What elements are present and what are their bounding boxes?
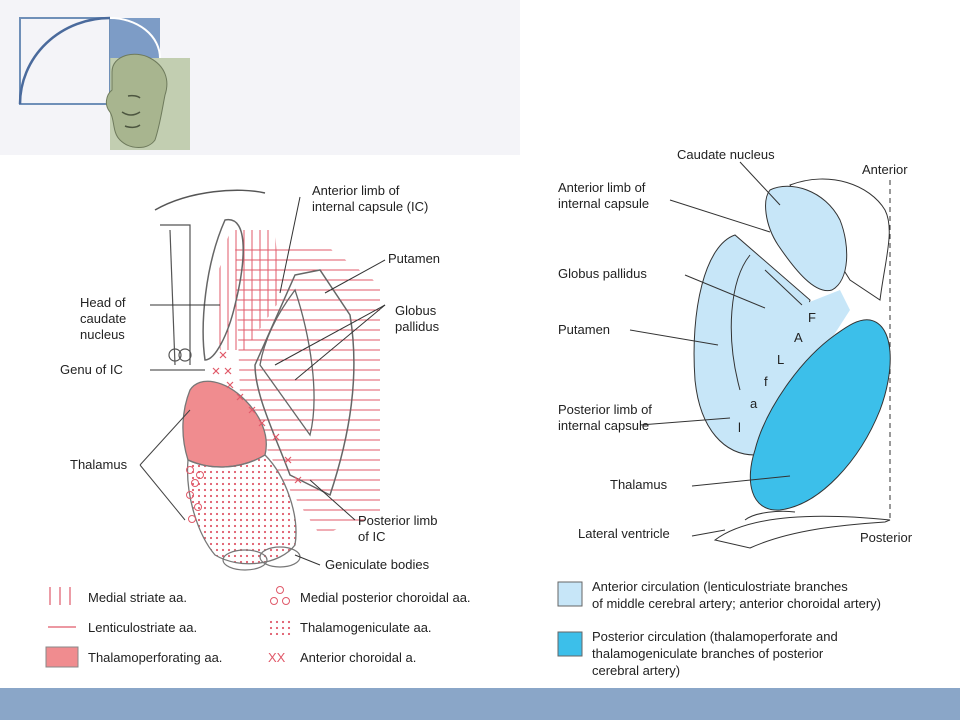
golden-spiral-head-logo	[0, 0, 520, 155]
x-mark	[212, 367, 220, 375]
label-anterior: Anterior	[862, 162, 908, 177]
falfal-L: L	[777, 352, 784, 367]
medial-posterior-choroidal-circles	[186, 466, 204, 523]
x-mark	[248, 406, 256, 414]
x-mark	[258, 419, 266, 427]
label-thalamus: Thalamus	[70, 457, 128, 472]
leader-lines	[150, 196, 386, 566]
outline-top	[154, 189, 266, 211]
label-anterior-limb-2: internal capsule (IC)	[312, 199, 428, 214]
right-leader-lines	[629, 161, 791, 537]
falfal-f: f	[764, 374, 768, 389]
lateral-ventricle-outline	[713, 515, 891, 549]
geniculate-body-1	[222, 549, 268, 571]
label-posterior-limb-1: Posterior limb	[358, 513, 437, 528]
label-putamen: Putamen	[558, 322, 610, 337]
thalamogeniculate-region	[186, 454, 297, 565]
label-putamen: Putamen	[388, 251, 440, 266]
legend-posterior-1: Posterior circulation (thalamoperforate …	[592, 629, 838, 644]
logo	[0, 0, 520, 155]
label-lateral-ventricle: Lateral ventricle	[578, 526, 670, 541]
anterior-choroidal-marks	[212, 351, 302, 484]
falfal-l: l	[738, 420, 741, 435]
falfal-a: a	[750, 396, 758, 411]
legend-thalamoperforating: Thalamoperforating aa.	[88, 650, 222, 665]
label-thalamus: Thalamus	[610, 477, 668, 492]
left-arterial-supply-diagram: Anterior limb of internal capsule (IC) P…	[45, 183, 471, 668]
label-globus: Globus pallidus	[558, 266, 647, 281]
footer-bar	[0, 688, 960, 720]
label-head-caudate-1: Head of	[80, 295, 126, 310]
legend-choroidal-circles-swatch	[270, 586, 290, 605]
x-mark	[294, 476, 302, 484]
putamen-outline	[254, 269, 355, 497]
legend-medial-striate: Medial striate aa.	[88, 590, 187, 605]
right-diagram: F A L f a l Caudate nucleus Anterior Ant…	[540, 147, 960, 685]
x-mark	[226, 381, 234, 389]
internal-capsule-region	[740, 290, 850, 455]
x-mark	[224, 367, 232, 375]
label-posterior-limb-1: Posterior limb of	[558, 402, 652, 417]
label-head-caudate-3: nucleus	[80, 327, 125, 342]
x-mark	[272, 433, 280, 441]
legend-anterior-2: of middle cerebral artery; anterior chor…	[592, 596, 881, 611]
label-genu: Genu of IC	[60, 362, 123, 377]
outer-contour	[789, 178, 890, 301]
legend-medial-posterior-choroidal: Medial posterior choroidal aa.	[300, 590, 471, 605]
legend-medial-striate-swatch	[49, 587, 71, 605]
legend-posterior-2: thalamogeniculate branches of posterior	[592, 646, 824, 661]
falfal-A: A	[794, 330, 803, 345]
right-circulation-diagram: F A L f a l Caudate nucleus Anterior Ant…	[557, 147, 913, 678]
label-geniculate: Geniculate bodies	[325, 557, 430, 572]
legend-posterior-3: cerebral artery)	[592, 663, 680, 678]
label-posterior: Posterior	[860, 530, 913, 545]
label-posterior-limb-2: of IC	[358, 529, 385, 544]
fornix-circle	[168, 348, 182, 362]
globus-pallidus-outline	[259, 288, 315, 437]
falfal-F: F	[808, 310, 816, 325]
label-globus-1: Globus	[395, 303, 437, 318]
label-head-caudate-2: caudate	[80, 311, 126, 326]
x-mark	[219, 351, 227, 359]
legend-thalamogeniculate-swatch	[268, 619, 292, 635]
x-mark	[236, 393, 244, 401]
label-caudate: Caudate nucleus	[677, 150, 775, 162]
legend-thalamogeniculate: Thalamogeniculate aa.	[300, 620, 432, 635]
caudate-nucleus-region	[765, 185, 848, 292]
label-posterior-limb-2: internal capsule	[558, 418, 649, 433]
lenticulostriate-region	[235, 245, 380, 535]
label-anterior-limb-1: Anterior limb of	[312, 183, 400, 198]
label-anterior-limb-2: internal capsule	[558, 196, 649, 211]
legend-anterior-choroidal-swatch: XX	[268, 650, 286, 665]
legend-anterior-choroidal: Anterior choroidal a.	[300, 650, 416, 665]
label-globus-2: pallidus	[395, 319, 440, 334]
legend-posterior-swatch	[557, 631, 583, 657]
left-legend: Medial striate aa. Lenticulostriate aa. …	[45, 586, 471, 668]
legend-thalamoperforating-swatch	[45, 646, 79, 668]
x-mark	[284, 456, 292, 464]
legend-anterior-swatch	[557, 581, 583, 607]
thalamus-region	[749, 319, 891, 511]
thalamus-bracket	[139, 409, 191, 521]
left-diagram: Anterior limb of internal capsule (IC) P…	[40, 175, 530, 675]
label-anterior-limb-1: Anterior limb of	[558, 180, 646, 195]
putamen-globus-region	[693, 234, 811, 456]
caudate-head-outline	[202, 219, 244, 361]
legend-lenticulostriate: Lenticulostriate aa.	[88, 620, 197, 635]
legend-anterior-1: Anterior circulation (lenticulostriate b…	[592, 579, 848, 594]
outline-midline	[160, 224, 191, 365]
